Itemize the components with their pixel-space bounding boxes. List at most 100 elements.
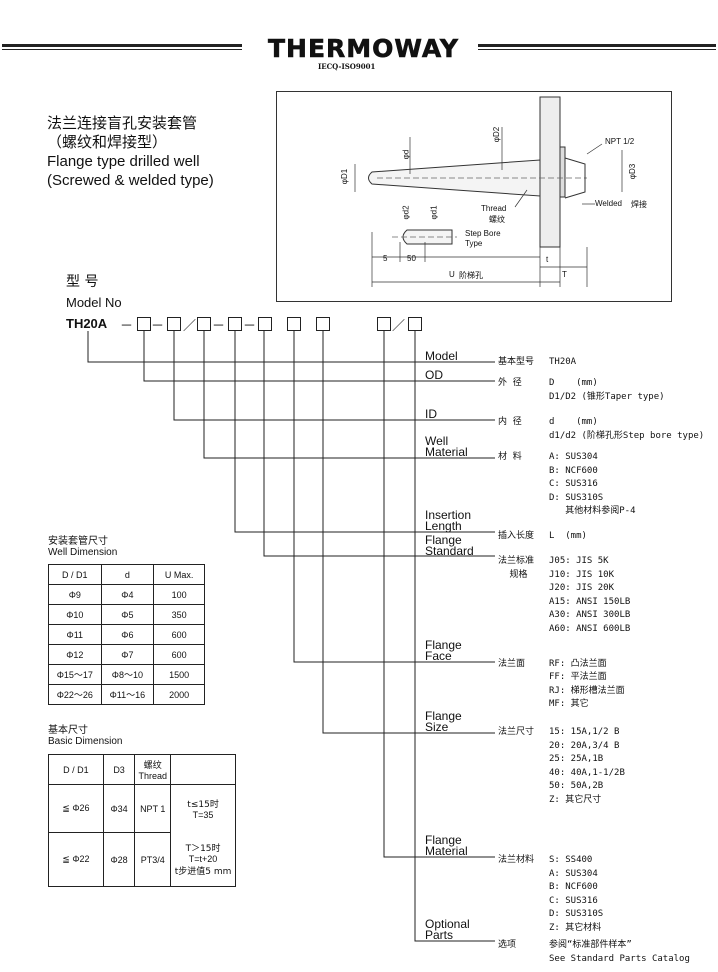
desc-fs-3: A15: ANSI 150LB xyxy=(549,597,631,607)
table-cell: Φ4 xyxy=(100,584,155,605)
desc-fm-0: S: SS400 xyxy=(549,855,593,865)
code-box-optional[interactable] xyxy=(408,317,422,331)
table-row: Φ10 Φ5 350 xyxy=(48,604,205,625)
table-cell: Φ5 xyxy=(100,604,155,625)
desc-fm-1: A: SUS304 xyxy=(549,869,598,879)
field-flange-standard-1: Flange xyxy=(425,533,462,547)
table-cell: PT3/4 xyxy=(134,832,172,887)
code-box-insertion-length[interactable] xyxy=(228,317,242,331)
header-rule-left-thin xyxy=(2,49,242,50)
well-dimension-title-cn: 安装套管尺寸 xyxy=(48,536,108,547)
separator-slash: ／ xyxy=(392,318,406,333)
code-box-flange-standard[interactable] xyxy=(258,317,272,331)
field-insertion-2: Length xyxy=(425,519,462,533)
desc-ff-2: RJ: 梯形槽法兰面 xyxy=(549,686,625,696)
field-flange-face-1: Flange xyxy=(425,638,462,652)
field-flange-size-1: Flange xyxy=(425,709,462,723)
desc-op-0: 参阅“标准部件样本” xyxy=(549,940,632,950)
code-box-flange-face[interactable] xyxy=(287,317,301,331)
table-header: U Max. xyxy=(153,564,205,585)
desc-label-flange-face: 法兰面 xyxy=(498,659,526,669)
basic-dimension-title-cn: 基本尺寸 xyxy=(48,725,88,736)
welded-label: Welded xyxy=(595,199,622,208)
table-header: d xyxy=(100,564,155,585)
desc-fz-4: 50: 50A,2B xyxy=(549,781,604,791)
table-cell: 350 xyxy=(153,604,205,625)
separator-slash: ／ xyxy=(183,318,197,333)
table-row: ≦ Φ22 Φ28 PT3/4 T＞15时 T=t+20 t步进值5 mm xyxy=(48,832,236,887)
table-header: D3 xyxy=(102,754,136,785)
well-dimension-title-en: Well Dimension xyxy=(48,547,118,558)
desc-well-2: C: SUS316 xyxy=(549,479,598,489)
table-row: Φ9 Φ4 100 xyxy=(48,584,205,605)
table-cell: Φ9 xyxy=(48,584,102,605)
desc-fs-4: A30: ANSI 300LB xyxy=(549,610,631,620)
field-flange-material-1: Flange xyxy=(425,833,462,847)
code-box-flange-size[interactable] xyxy=(316,317,330,331)
title-en-1: Flange type drilled well xyxy=(47,153,200,170)
field-well-2: Material xyxy=(425,445,468,459)
table-row: Φ11 Φ6 600 xyxy=(48,624,205,645)
desc-fz-2: 25: 25A,1B xyxy=(549,754,604,764)
t-big-label: T xyxy=(562,270,567,279)
desc-model-0: TH20A xyxy=(549,357,577,367)
separator-dash: － xyxy=(243,318,257,333)
table-cell: Φ22～26 xyxy=(48,684,102,705)
desc-label-flange-size: 法兰尺寸 xyxy=(498,727,535,737)
separator-dash: － xyxy=(151,318,165,333)
desc-fz-1: 20: 20A,3/4 B xyxy=(549,741,620,751)
desc-label-optional: 选项 xyxy=(498,940,517,950)
header-rule-right xyxy=(478,44,716,47)
well-dimension-table: D / D1 d U Max. Φ9 Φ4 100 Φ10 Φ5 350 Φ11… xyxy=(48,564,205,705)
desc-fs-0: J05: JIS 5K xyxy=(549,556,609,566)
separator-dash: － xyxy=(212,318,226,333)
desc-well-0: A: SUS304 xyxy=(549,452,598,462)
u-cn-label: 阶梯孔 xyxy=(459,271,483,280)
field-flange-material-2: Material xyxy=(425,844,468,858)
drawing-svg xyxy=(354,96,623,287)
table-header: D / D1 xyxy=(48,754,104,785)
code-box-id[interactable] xyxy=(167,317,181,331)
field-od: OD xyxy=(425,368,443,382)
desc-insertion-0: L (mm) xyxy=(549,531,587,541)
desc-fs-5: A60: ANSI 600LB xyxy=(549,624,631,634)
table-header: D / D1 xyxy=(48,564,102,585)
title-cn-1: 法兰连接盲孔安装套管 xyxy=(47,114,198,132)
desc-fm-3: C: SUS316 xyxy=(549,896,598,906)
table-row: Φ15～17 Φ8～10 1500 xyxy=(48,664,205,685)
thread-label: Thread xyxy=(481,204,507,213)
table-row: Φ22～26 Φ11～16 2000 xyxy=(48,684,205,705)
basic-dimension-title-en: Basic Dimension xyxy=(48,736,123,747)
table-cell: Φ7 xyxy=(100,644,155,665)
model-code: TH20A xyxy=(66,316,108,331)
field-flange-face-2: Face xyxy=(425,649,452,663)
npt-label: NPT 1/2 xyxy=(605,137,635,146)
desc-id-0: d (mm) xyxy=(549,417,598,427)
table-row: Φ12 Φ7 600 xyxy=(48,644,205,665)
desc-fm-4: D: SUS310S xyxy=(549,909,604,919)
code-box-well-material[interactable] xyxy=(197,317,211,331)
field-flange-size-2: Size xyxy=(425,720,449,734)
table-cell: Φ8～10 xyxy=(100,664,155,685)
welded-cn-label: 焊接 xyxy=(631,200,647,209)
field-insertion-1: Insertion xyxy=(425,508,472,522)
table-cell: T＞15时 T=t+20 t步进值5 mm xyxy=(170,832,236,887)
desc-label-insertion: 插入长度 xyxy=(498,531,535,541)
thread-en-header: Thread xyxy=(138,771,167,781)
brand-logo: THERMOWAY xyxy=(268,34,459,64)
table-cell: 1500 xyxy=(153,664,205,685)
desc-well-4: 其他材料参阅P-4 xyxy=(549,506,636,516)
desc-label-id: 内 径 xyxy=(498,417,522,427)
t-value-2: T=t+20 xyxy=(188,854,218,865)
table-cell: 600 xyxy=(153,624,205,645)
table-cell: Φ6 xyxy=(100,624,155,645)
code-box-od[interactable] xyxy=(137,317,151,331)
code-box-flange-material[interactable] xyxy=(377,317,391,331)
basic-dimension-table: D / D1 D3 螺纹 Thread ≦ Φ26 Φ34 NPT 1 t≤15… xyxy=(48,754,236,887)
desc-fm-2: B: NCF600 xyxy=(549,882,598,892)
desc-ff-3: MF: 其它 xyxy=(549,699,589,709)
field-optional-1: Optional xyxy=(425,917,470,931)
table-cell: Φ15～17 xyxy=(48,664,102,685)
desc-well-1: B: NCF600 xyxy=(549,466,598,476)
